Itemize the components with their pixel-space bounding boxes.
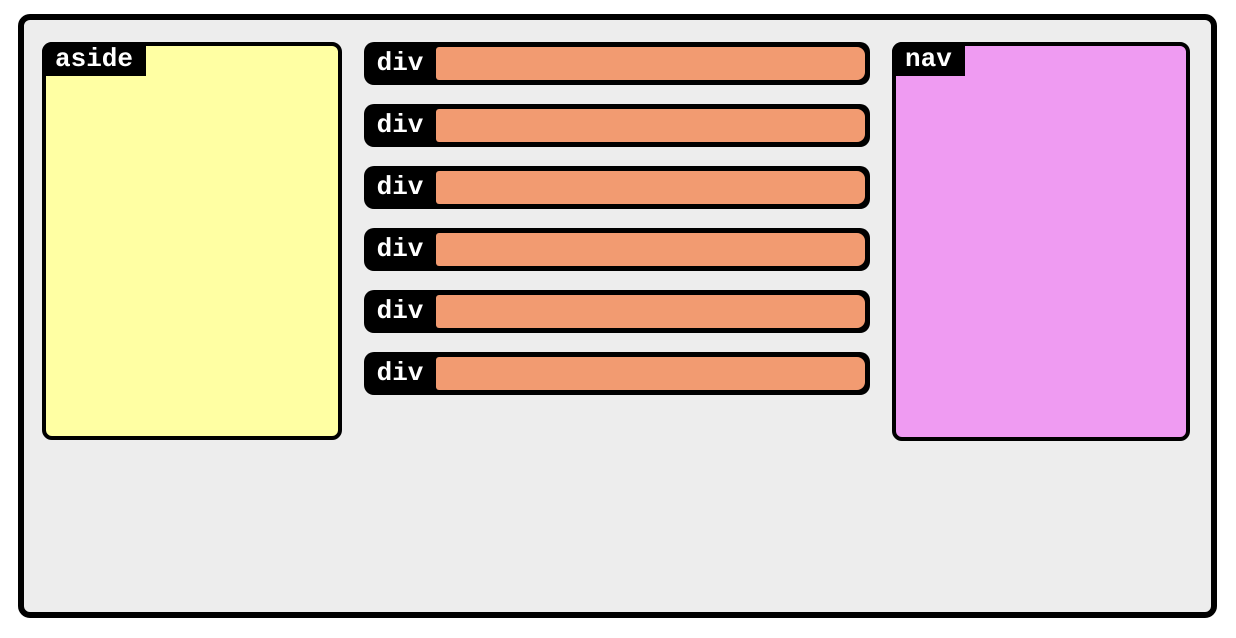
div-tag-label: div <box>376 110 424 140</box>
div-content-fill <box>436 109 865 142</box>
nav-tag-label: nav <box>892 42 965 76</box>
aside-element-box: aside <box>42 42 342 440</box>
div-element-bar: div <box>364 352 870 395</box>
div-content-fill <box>436 295 865 328</box>
div-content-fill <box>436 47 865 80</box>
aside-tag-label: aside <box>42 42 147 76</box>
layout-diagram-container: aside div div div div div div nav <box>18 14 1217 618</box>
div-element-bar: div <box>364 104 870 147</box>
div-tag-label: div <box>376 296 424 326</box>
div-tag-label: div <box>376 48 424 78</box>
div-tag-label: div <box>376 234 424 264</box>
div-element-bar: div <box>364 228 870 271</box>
nav-element-box: nav <box>892 42 1190 441</box>
div-element-bar: div <box>364 166 870 209</box>
div-bars-column: div div div div div div <box>364 42 870 395</box>
div-tag-label: div <box>376 358 424 388</box>
div-content-fill <box>436 357 865 390</box>
div-content-fill <box>436 233 865 266</box>
div-element-bar: div <box>364 42 870 85</box>
div-tag-label: div <box>376 172 424 202</box>
div-element-bar: div <box>364 290 870 333</box>
div-content-fill <box>436 171 865 204</box>
